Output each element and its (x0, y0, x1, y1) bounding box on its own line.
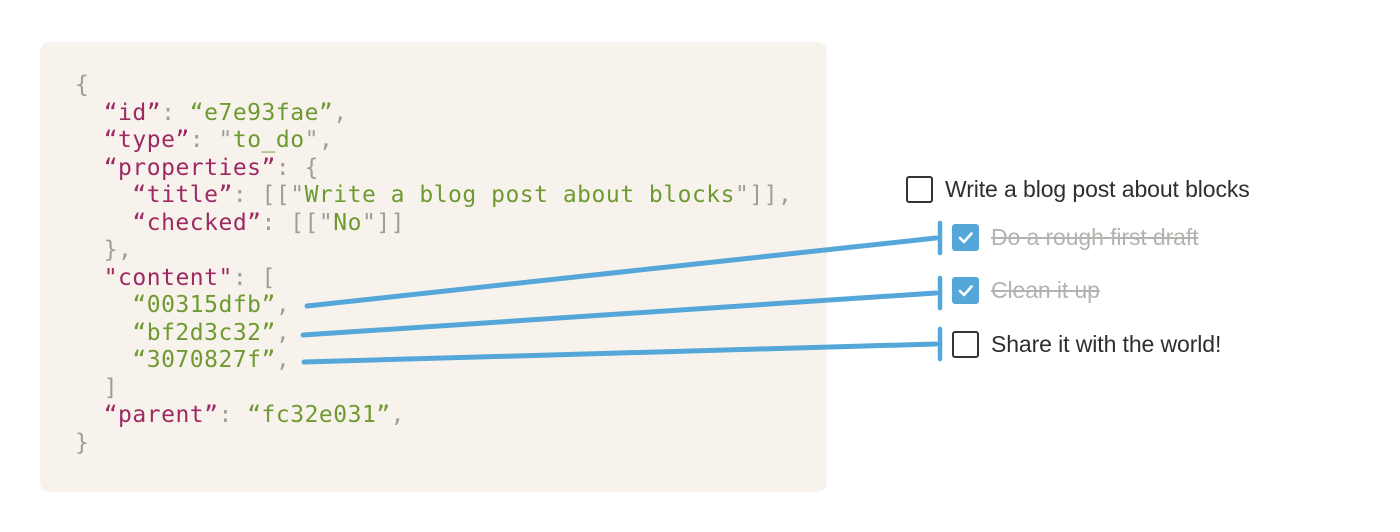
code-line-11: “3070827f”, (75, 347, 290, 373)
checkbox-checked[interactable] (952, 223, 979, 251)
code-line-3: “type”: "to_do", (75, 127, 333, 153)
code-key: “parent” (103, 402, 219, 428)
code-punctuation (75, 210, 132, 236)
code-punctuation: : [[" (232, 182, 305, 208)
code-key: “properties” (103, 154, 276, 181)
code-punctuation: : " (189, 127, 233, 153)
code-punctuation: "]], (735, 182, 793, 208)
code-key: “id” (103, 99, 162, 126)
code-punctuation: , (333, 99, 348, 126)
code-line-14: } (75, 430, 89, 456)
code-punctuation: , (275, 347, 291, 373)
code-punctuation: , (275, 319, 291, 346)
todo-item-3: Clean it up (952, 276, 1100, 304)
code-punctuation: }, (75, 237, 133, 263)
code-punctuation (75, 347, 132, 373)
code-punctuation (75, 265, 104, 291)
code-key: “type” (103, 127, 190, 153)
todo-item-4: Share it with the world! (952, 330, 1221, 358)
todo-item-label: Share it with the world! (991, 330, 1222, 357)
code-string: to_do (232, 127, 305, 153)
code-string: “fc32e031” (247, 402, 391, 428)
code-punctuation: { (75, 72, 90, 98)
code-string: “bf2d3c32” (132, 319, 276, 346)
todo-item-label: Do a rough first draft (991, 223, 1199, 250)
code-key: "content" (103, 264, 233, 291)
code-punctuation: , (275, 292, 291, 318)
todo-item-label: Clean it up (991, 276, 1100, 303)
code-punctuation: : (218, 402, 248, 428)
code-punctuation: , (390, 402, 406, 428)
code-punctuation (75, 127, 104, 153)
code-line-10: “bf2d3c32”, (75, 320, 290, 346)
code-string: “3070827f” (132, 347, 276, 373)
code-punctuation: ", (304, 127, 334, 153)
code-punctuation (75, 402, 104, 428)
code-line-1: { (75, 72, 89, 98)
code-line-9: “00315dfb”, (75, 292, 290, 318)
code-line-8: "content": [ (75, 265, 276, 291)
todo-item-1: Write a blog post about blocks (906, 175, 1250, 203)
code-punctuation: ] (75, 374, 119, 401)
checkbox-unchecked[interactable] (906, 175, 933, 203)
code-punctuation (75, 320, 132, 346)
code-string: Write a blog post about blocks (304, 182, 735, 208)
code-line-7: }, (75, 237, 132, 263)
code-string: “00315dfb” (132, 292, 276, 318)
code-punctuation (75, 155, 104, 181)
code-punctuation: : [[" (261, 209, 334, 236)
code-key: “title” (132, 182, 233, 208)
json-code-block: { “id”: “e7e93fae”, “type”: "to_do", “pr… (40, 42, 827, 492)
code-punctuation: : { (275, 154, 319, 181)
code-line-6: “checked”: [["No"]] (75, 210, 405, 236)
checkbox-checked[interactable] (952, 276, 979, 304)
checkmark-icon (958, 231, 973, 243)
todo-item-2: Do a rough first draft (952, 223, 1199, 251)
code-punctuation: : (161, 99, 190, 126)
todo-item-label: Write a blog post about blocks (945, 175, 1250, 202)
code-key: “checked” (132, 209, 262, 236)
code-punctuation (75, 182, 132, 208)
code-line-2: “id”: “e7e93fae”, (75, 100, 348, 126)
code-punctuation (75, 100, 104, 126)
code-line-13: “parent”: “fc32e031”, (75, 402, 405, 428)
code-string: “e7e93fae” (189, 99, 334, 126)
code-punctuation (75, 292, 132, 318)
code-line-12: ] (75, 375, 118, 401)
code-punctuation: "]] (361, 209, 406, 236)
checkbox-unchecked[interactable] (952, 330, 979, 358)
code-line-4: “properties”: { (75, 155, 319, 181)
code-punctuation: : [ (232, 264, 276, 291)
code-string: No (333, 209, 362, 236)
checkmark-icon (958, 284, 973, 296)
code-punctuation: } (75, 429, 90, 456)
code-line-5: “title”: [["Write a blog post about bloc… (75, 182, 792, 208)
